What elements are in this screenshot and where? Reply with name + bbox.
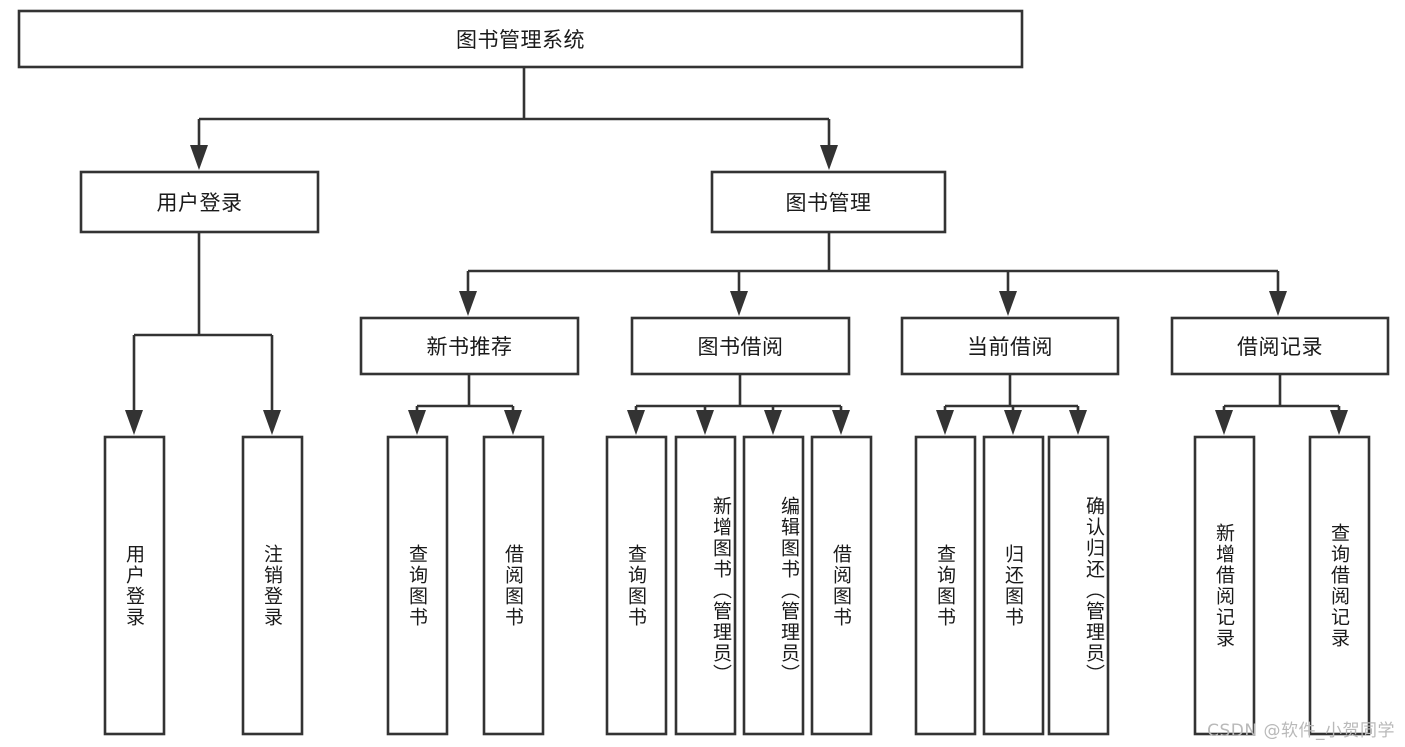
node-box-leaf-book-borrow-1[interactable] [674, 435, 737, 736]
node-box-leaf-borrow-record-1[interactable] [1308, 435, 1371, 736]
node-box-new-book-recommend[interactable] [359, 316, 580, 376]
arrow-head-leaf-book-borrow-1 [696, 410, 714, 435]
node-box-leaf-current-borrow-2[interactable] [1047, 435, 1110, 736]
arrow-head-leaf-user-login-1 [263, 410, 281, 435]
node-box-current-borrow[interactable] [900, 316, 1120, 376]
arrow-head-leaf-borrow-record-1 [1330, 410, 1348, 435]
arrow-head-book-borrow [730, 291, 748, 316]
node-box-book-management[interactable] [710, 170, 947, 234]
arrow-head-leaf-borrow-record-0 [1215, 410, 1233, 435]
arrow-head-leaf-book-borrow-2 [764, 410, 782, 435]
node-box-leaf-book-borrow-3[interactable] [810, 435, 873, 736]
node-box-leaf-book-borrow-0[interactable] [605, 435, 668, 736]
arrow-head-leaf-book-borrow-3 [832, 410, 850, 435]
node-box-root[interactable] [17, 9, 1024, 69]
node-box-leaf-book-borrow-2[interactable] [742, 435, 805, 736]
node-box-leaf-user-login-0[interactable] [103, 435, 166, 736]
arrow-head-leaf-current-borrow-0 [936, 410, 954, 435]
node-box-leaf-borrow-record-0[interactable] [1193, 435, 1256, 736]
arrow-head-book-management [820, 145, 838, 170]
arrow-head-leaf-user-login-0 [125, 410, 143, 435]
arrow-head-leaf-new-book-1 [504, 410, 522, 435]
arrow-head-user-login [190, 145, 208, 170]
arrow-head-current-borrow [999, 291, 1017, 316]
node-box-borrow-record[interactable] [1170, 316, 1390, 376]
arrow-head-borrow-record [1269, 291, 1287, 316]
node-box-leaf-new-book-0[interactable] [386, 435, 449, 736]
node-box-leaf-current-borrow-0[interactable] [914, 435, 977, 736]
node-box-book-borrow[interactable] [630, 316, 851, 376]
node-box-leaf-current-borrow-1[interactable] [982, 435, 1045, 736]
arrow-head-leaf-current-borrow-2 [1069, 410, 1087, 435]
arrow-head-new-book-recommend [459, 291, 477, 316]
node-box-leaf-new-book-1[interactable] [482, 435, 545, 736]
node-box-leaf-user-login-1[interactable] [241, 435, 304, 736]
arrow-head-leaf-new-book-0 [408, 410, 426, 435]
arrow-head-leaf-current-borrow-1 [1004, 410, 1022, 435]
arrow-head-leaf-book-borrow-0 [627, 410, 645, 435]
node-box-user-login[interactable] [79, 170, 320, 234]
